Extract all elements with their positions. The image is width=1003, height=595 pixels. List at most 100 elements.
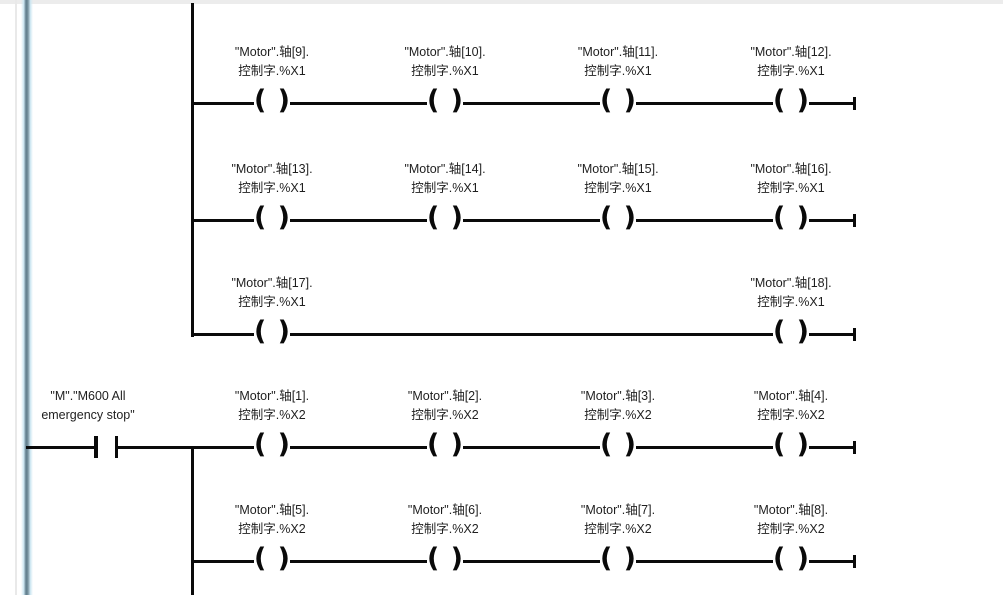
operand-line2: 控制字.%X2 (757, 408, 825, 422)
operand-line2: 控制字.%X2 (757, 522, 825, 536)
operand-label[interactable]: "Motor".轴[2].控制字.%X2 (355, 387, 535, 427)
coil-open-paren: ( (254, 85, 267, 116)
coil-symbol[interactable]: () (254, 202, 290, 235)
coil-symbol[interactable]: () (427, 202, 463, 235)
coil-symbol[interactable]: () (773, 85, 809, 118)
operand-line2: 控制字.%X1 (411, 64, 479, 78)
operand-line2: 控制字.%X2 (238, 408, 306, 422)
top-border-strip (0, 0, 1003, 4)
operand-line2: 控制字.%X1 (238, 181, 306, 195)
operand-line2: 控制字.%X1 (584, 181, 652, 195)
operand-line1: "Motor".轴[3]. (580, 389, 656, 403)
operand-line2: 控制字.%X2 (584, 522, 652, 536)
coil-open-paren: ( (773, 429, 786, 460)
coil-open-paren: ( (600, 202, 613, 233)
coil-close-paren: ) (623, 429, 636, 460)
coil-close-paren: ) (277, 85, 290, 116)
operand-label[interactable]: "Motor".轴[8]. 控制字.%X2 (701, 501, 881, 541)
contact-operand-line1: "M"."M600 All (50, 389, 126, 403)
no-contact-symbol[interactable] (94, 436, 118, 458)
operand-line1: "Motor".轴[18]. (750, 276, 832, 290)
rung-wire (191, 333, 856, 336)
coil-symbol[interactable]: () (773, 429, 809, 462)
operand-label[interactable]: "Motor".轴[15].控制字.%X1 (528, 160, 708, 200)
operand-line1: "Motor".轴[1]. (234, 389, 310, 403)
coil-close-paren: ) (796, 85, 809, 116)
operand-label[interactable]: "Motor".轴[7].控制字.%X2 (528, 501, 708, 541)
coil-symbol[interactable]: () (427, 429, 463, 462)
operand-line1: "Motor".轴[17]. (231, 276, 313, 290)
coil-open-paren: ( (427, 202, 440, 233)
coil-open-paren: ( (600, 429, 613, 460)
coil-close-paren: ) (277, 429, 290, 460)
coil-open-paren: ( (773, 543, 786, 574)
coil-symbol[interactable]: () (600, 85, 636, 118)
coil-close-paren: ) (796, 316, 809, 347)
operand-line1: "Motor".轴[6]. (407, 503, 483, 517)
contact-bar-left (94, 436, 98, 458)
operand-label[interactable]: "Motor".轴[5].控制字.%X2 (182, 501, 362, 541)
operand-line1: "Motor".轴[13]. (231, 162, 313, 176)
wire-end-stub (853, 328, 856, 341)
rung-wire (191, 219, 856, 222)
coil-open-paren: ( (773, 202, 786, 233)
margin-guide-line (15, 0, 17, 595)
operand-label[interactable]: "Motor".轴[10].控制字.%X1 (355, 43, 535, 83)
operand-label[interactable]: "Motor".轴[18]. 控制字.%X1 (701, 274, 881, 314)
rung-wire (191, 102, 856, 105)
coil-symbol[interactable]: () (773, 316, 809, 349)
operand-line1: "Motor".轴[9]. (234, 45, 310, 59)
coil-open-paren: ( (427, 429, 440, 460)
coil-symbol[interactable]: () (600, 543, 636, 576)
operand-label[interactable]: "Motor".轴[1]. 控制字.%X2 (182, 387, 362, 427)
operand-line1: "Motor".轴[8]. (753, 503, 829, 517)
contact-bar-right (114, 436, 118, 458)
operand-label[interactable]: "Motor".轴[16].控制字.%X1 (701, 160, 881, 200)
coil-symbol[interactable]: () (254, 317, 290, 349)
operand-line2: 控制字.%X1 (757, 295, 825, 309)
coil-symbol[interactable]: () (427, 544, 463, 576)
coil-symbol[interactable]: () (254, 85, 290, 118)
coil-symbol[interactable]: () (427, 85, 463, 118)
coil-symbol[interactable]: () (254, 543, 290, 576)
coil-close-paren: ) (623, 543, 636, 574)
operand-line1: "Motor".轴[14]. (404, 162, 486, 176)
coil-close-paren: ) (277, 202, 290, 233)
coil-symbol[interactable]: () (773, 202, 809, 235)
operand-line1: "Motor".轴[5]. (234, 503, 310, 517)
operand-label[interactable]: "Motor".轴[14].控制字.%X1 (355, 160, 535, 200)
coil-open-paren: ( (773, 85, 786, 116)
coil-close-paren: ) (450, 202, 463, 233)
power-rail (21, 0, 33, 595)
operand-label[interactable]: "Motor".轴[6].控制字.%X2 (355, 501, 535, 541)
operand-line2: 控制字.%X1 (238, 295, 306, 309)
coil-close-paren: ) (450, 85, 463, 116)
operand-line1: "Motor".轴[12]. (750, 45, 832, 59)
coil-open-paren: ( (254, 543, 267, 574)
operand-label[interactable]: "Motor".轴[3]. 控制字.%X2 (528, 387, 708, 427)
operand-line1: "Motor".轴[11]. (577, 45, 659, 59)
operand-line2: 控制字.%X2 (584, 408, 652, 422)
operand-label[interactable]: "Motor".轴[13]. 控制字.%X1 (182, 160, 362, 200)
operand-line2: 控制字.%X1 (238, 64, 306, 78)
operand-label[interactable]: "Motor".轴[17]. 控制字.%X1 (182, 274, 362, 314)
operand-line2: 控制字.%X1 (584, 64, 652, 78)
operand-label[interactable]: "Motor".轴[4].控制字.%X2 (701, 387, 881, 427)
operand-label[interactable]: "Motor".轴[11]. 控制字.%X1 (528, 43, 708, 83)
coil-symbol[interactable]: () (600, 429, 636, 462)
coil-symbol[interactable]: () (600, 202, 636, 235)
coil-close-paren: ) (796, 429, 809, 460)
wire-end-stub (853, 97, 856, 110)
coil-open-paren: ( (773, 316, 786, 347)
coil-symbol[interactable]: () (254, 429, 290, 462)
operand-label[interactable]: "Motor".轴[9]. 控制字.%X1 (182, 43, 362, 83)
operand-label[interactable]: "Motor".轴[12].控制字.%X1 (701, 43, 881, 83)
coil-symbol[interactable]: () (773, 543, 809, 576)
coil-open-paren: ( (254, 202, 267, 233)
coil-open-paren: ( (600, 85, 613, 116)
coil-close-paren: ) (277, 543, 290, 574)
operand-line1: "Motor".轴[16]. (750, 162, 832, 176)
coil-close-paren: ) (450, 429, 463, 460)
